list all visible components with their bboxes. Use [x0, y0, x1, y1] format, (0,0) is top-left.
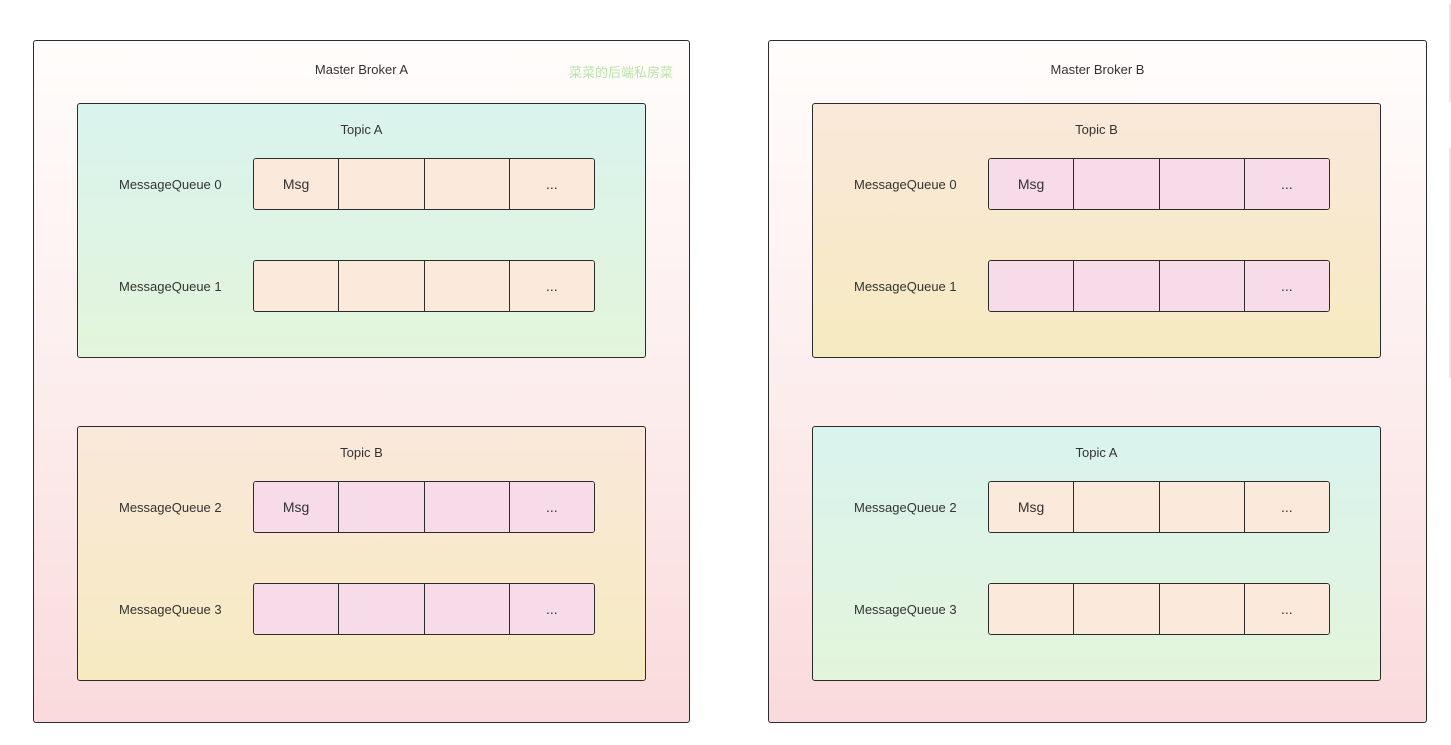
queue-cell: ... — [1244, 159, 1329, 209]
queue-cell: ... — [509, 159, 594, 209]
queue-label: MessageQueue 1 — [854, 279, 957, 294]
queue-cell — [424, 584, 510, 634]
queue-cell — [1074, 261, 1160, 311]
queue-cell — [989, 584, 1075, 634]
topic-box: Topic B MessageQueue 2 Msg ... MessageQu… — [77, 426, 646, 681]
queue-label: MessageQueue 0 — [119, 177, 222, 192]
broker-title: Master Broker B — [1050, 62, 1145, 77]
queue-cell — [339, 584, 425, 634]
queue-cell: ... — [1244, 584, 1329, 634]
queue-cell — [424, 159, 510, 209]
master-broker-a: Master Broker A 菜菜的后端私房菜 Topic A Message… — [33, 40, 690, 723]
queue-cell — [1074, 584, 1160, 634]
queue-cell — [424, 261, 510, 311]
message-queue: Msg ... — [253, 158, 595, 210]
message-queue: ... — [988, 260, 1330, 312]
queue-cell — [1159, 584, 1245, 634]
queue-cell — [1159, 159, 1245, 209]
queue-cell: ... — [509, 482, 594, 532]
topic-box: Topic A MessageQueue 0 Msg ... MessageQu… — [77, 103, 646, 358]
queue-cell — [1159, 261, 1245, 311]
message-queue: ... — [253, 260, 595, 312]
message-queue: ... — [253, 583, 595, 635]
queue-cell — [254, 584, 340, 634]
queue-cell — [424, 482, 510, 532]
broker-title: Master Broker A — [314, 62, 409, 77]
queue-cell — [1159, 482, 1245, 532]
topic-title: Topic B — [340, 445, 383, 460]
message-queue: Msg ... — [988, 158, 1330, 210]
queue-cell: ... — [509, 261, 594, 311]
edge-divider — [1449, 148, 1451, 378]
queue-label: MessageQueue 1 — [119, 279, 222, 294]
queue-cell — [1074, 482, 1160, 532]
watermark-text: 菜菜的后端私房菜 — [569, 65, 674, 80]
edge-divider — [1449, 4, 1451, 102]
queue-cell: Msg — [254, 159, 340, 209]
queue-label: MessageQueue 2 — [854, 500, 957, 515]
queue-cell: ... — [1244, 261, 1329, 311]
master-broker-b: Master Broker B Topic B MessageQueue 0 M… — [768, 40, 1427, 723]
queue-label: MessageQueue 3 — [854, 602, 957, 617]
queue-cell: Msg — [989, 482, 1075, 532]
topic-title: Topic A — [340, 122, 383, 137]
message-queue: ... — [988, 583, 1330, 635]
topic-box: Topic A MessageQueue 2 Msg ... MessageQu… — [812, 426, 1381, 681]
queue-cell — [339, 159, 425, 209]
queue-cell — [339, 261, 425, 311]
queue-cell: Msg — [254, 482, 340, 532]
queue-cell — [339, 482, 425, 532]
topic-title: Topic A — [1075, 445, 1118, 460]
topic-box: Topic B MessageQueue 0 Msg ... MessageQu… — [812, 103, 1381, 358]
queue-label: MessageQueue 2 — [119, 500, 222, 515]
queue-cell — [254, 261, 340, 311]
queue-cell — [1074, 159, 1160, 209]
queue-cell: ... — [509, 584, 594, 634]
queue-cell — [989, 261, 1075, 311]
message-queue: Msg ... — [988, 481, 1330, 533]
queue-cell: Msg — [989, 159, 1075, 209]
queue-cell: ... — [1244, 482, 1329, 532]
topic-title: Topic B — [1075, 122, 1118, 137]
queue-label: MessageQueue 0 — [854, 177, 957, 192]
message-queue: Msg ... — [253, 481, 595, 533]
queue-label: MessageQueue 3 — [119, 602, 222, 617]
